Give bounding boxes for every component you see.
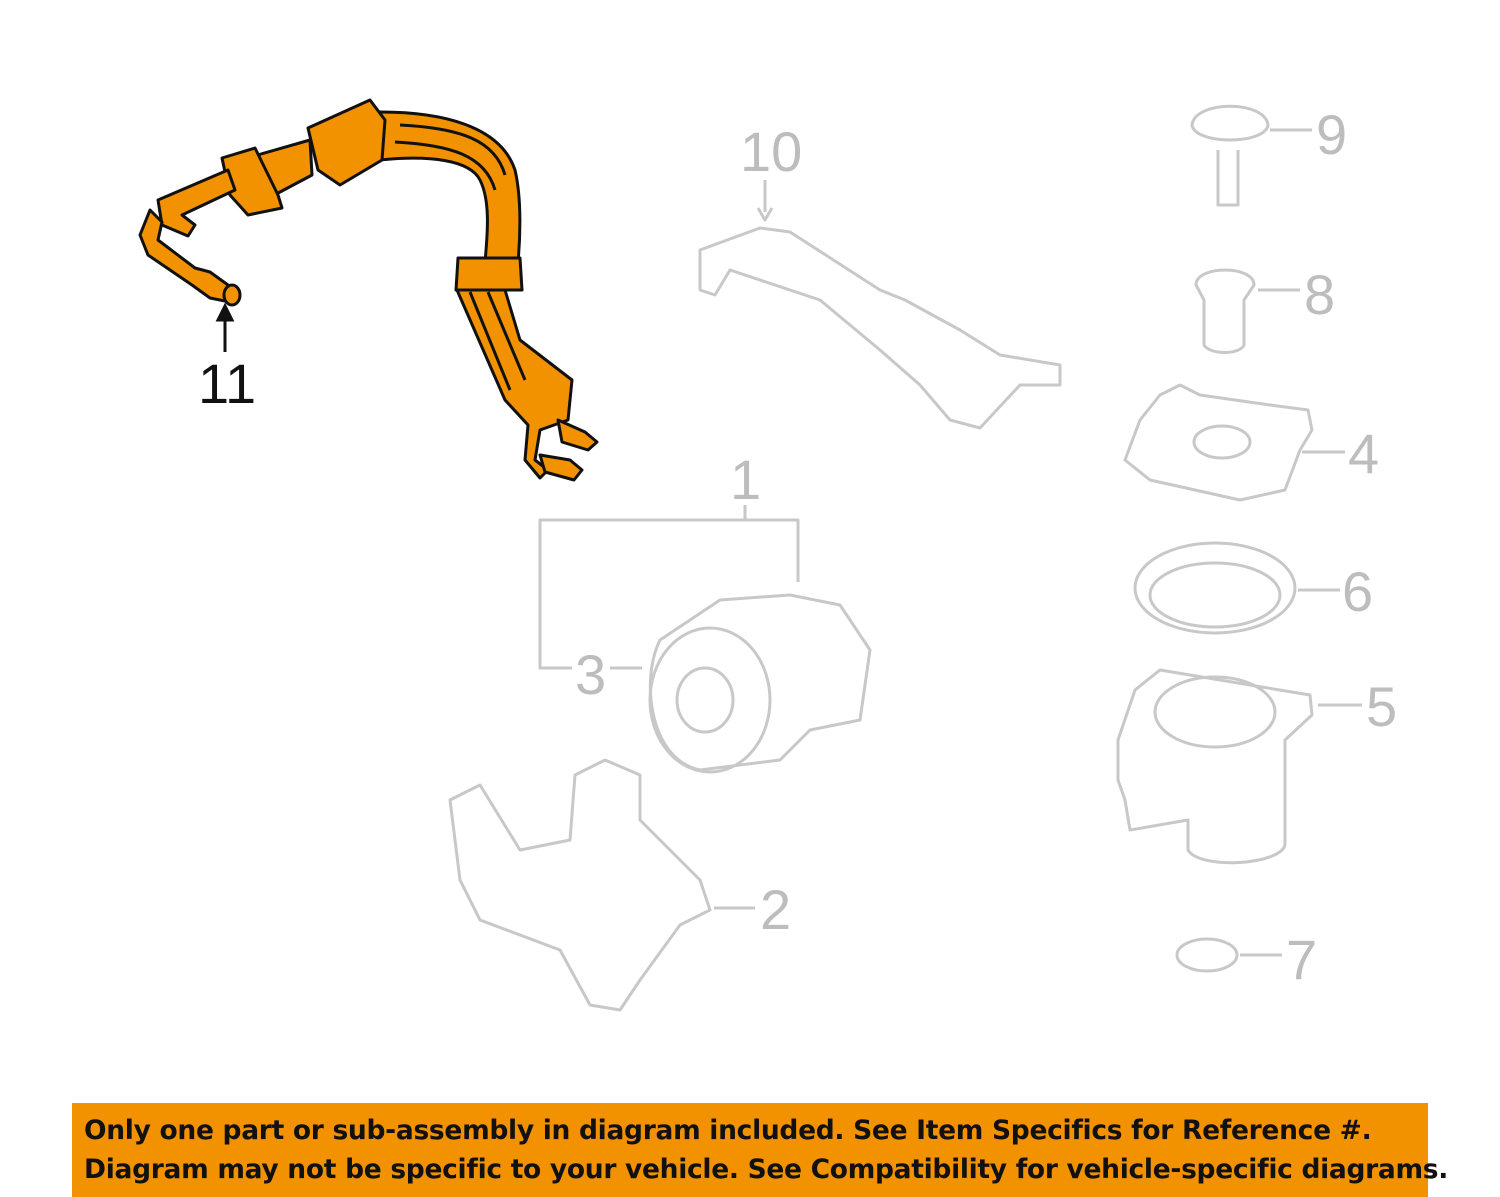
disclaimer-banner: Only one part or sub-assembly in diagram… [72, 1103, 1449, 1197]
disclaimer-line-2: Diagram may not be specific to your vehi… [84, 1154, 1449, 1185]
callout-9: 9 [1316, 103, 1348, 166]
callout-arrow-11 [215, 302, 235, 352]
part-6-seal [1133, 541, 1297, 635]
part-7-ring [1175, 937, 1239, 973]
part-11-hose-assembly[interactable] [138, 98, 599, 482]
part-8-bushing [1194, 268, 1256, 354]
part-4-plate [1123, 383, 1314, 502]
disclaimer-line-1: Only one part or sub-assembly in diagram… [84, 1115, 1372, 1146]
callout-6: 6 [1342, 560, 1374, 623]
callout-8: 8 [1304, 263, 1336, 326]
callout-11[interactable]: 11 [198, 352, 257, 415]
callout-2: 2 [760, 878, 792, 941]
part-10-bracket [698, 226, 1062, 430]
callout-4: 4 [1348, 422, 1380, 485]
part-9-plug [1190, 104, 1270, 207]
callout-10: 10 [740, 120, 803, 183]
callout-1: 1 [730, 448, 762, 511]
callout-3: 3 [575, 643, 607, 706]
callout-5: 5 [1366, 675, 1398, 738]
ghost-parts [448, 104, 1362, 1012]
callout-7: 7 [1286, 928, 1318, 991]
part-2-mount [448, 758, 712, 1012]
part-5-housing [1116, 668, 1314, 865]
part-3-pump [648, 593, 872, 772]
